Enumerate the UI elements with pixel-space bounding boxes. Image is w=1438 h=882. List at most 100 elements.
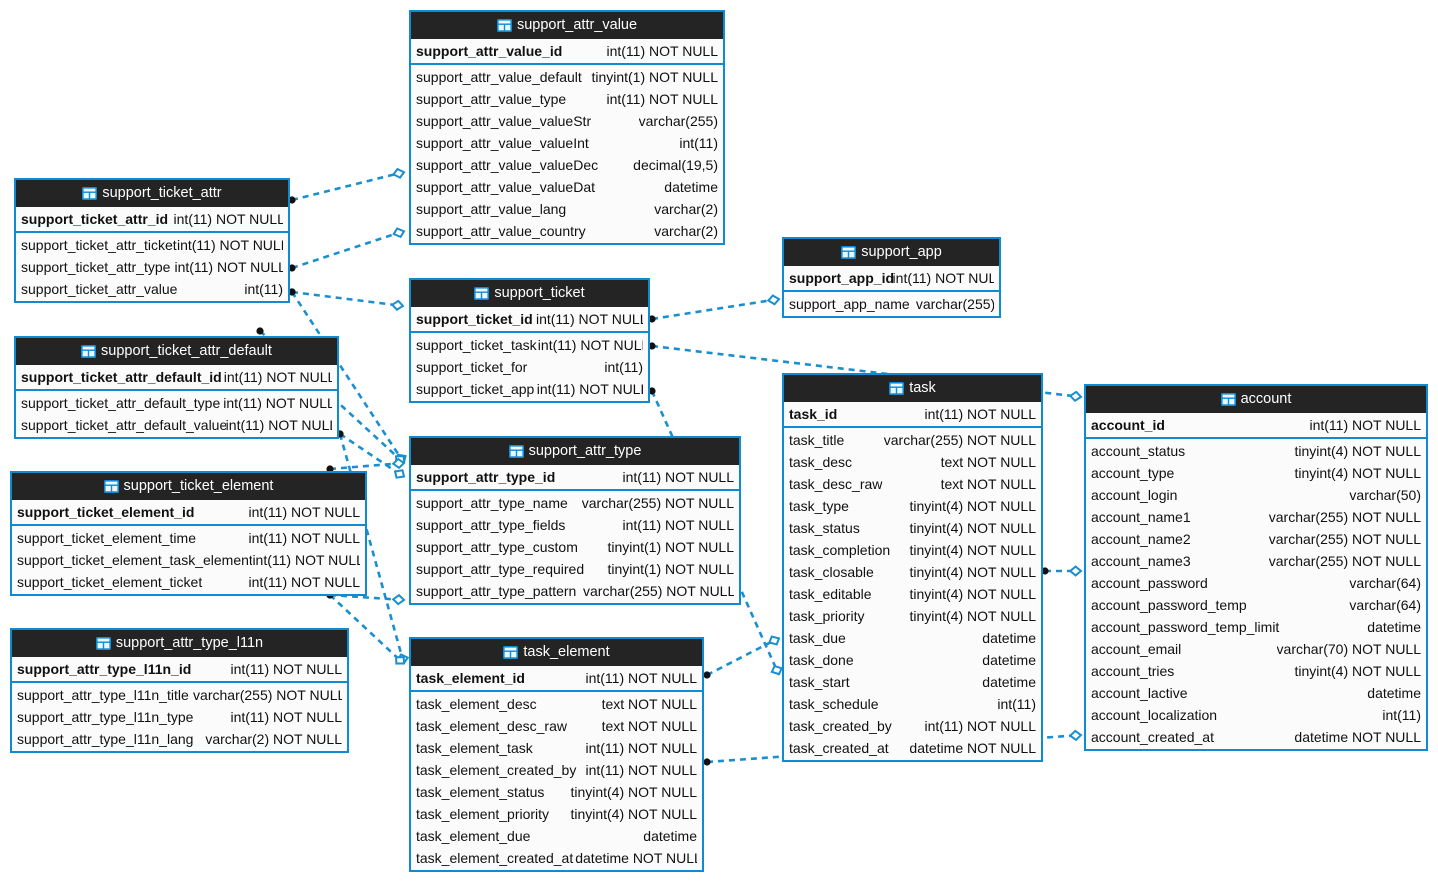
table-header-account[interactable]: account xyxy=(1086,386,1426,413)
table-header-support_ticket_attr[interactable]: support_ticket_attr xyxy=(16,180,288,207)
column-type: int(11) NOT NULL xyxy=(230,661,342,677)
table-header-support_ticket_element[interactable]: support_ticket_element xyxy=(12,473,365,500)
table-header-task_element[interactable]: task_element xyxy=(411,639,702,666)
table-header-support_ticket[interactable]: support_ticket xyxy=(411,280,648,307)
table-header-support_ticket_attr_default[interactable]: support_ticket_attr_default xyxy=(16,338,337,365)
table-header-support_attr_type_l11n[interactable]: support_attr_type_l11n xyxy=(12,630,347,657)
table-header-task[interactable]: task xyxy=(784,375,1041,402)
column-type: int(11) NOT NULL xyxy=(248,504,360,520)
table-header-support_attr_type[interactable]: support_attr_type xyxy=(411,438,739,465)
table-header-support_app[interactable]: support_app xyxy=(784,239,999,266)
table-header-support_attr_value[interactable]: support_attr_value xyxy=(411,12,723,39)
